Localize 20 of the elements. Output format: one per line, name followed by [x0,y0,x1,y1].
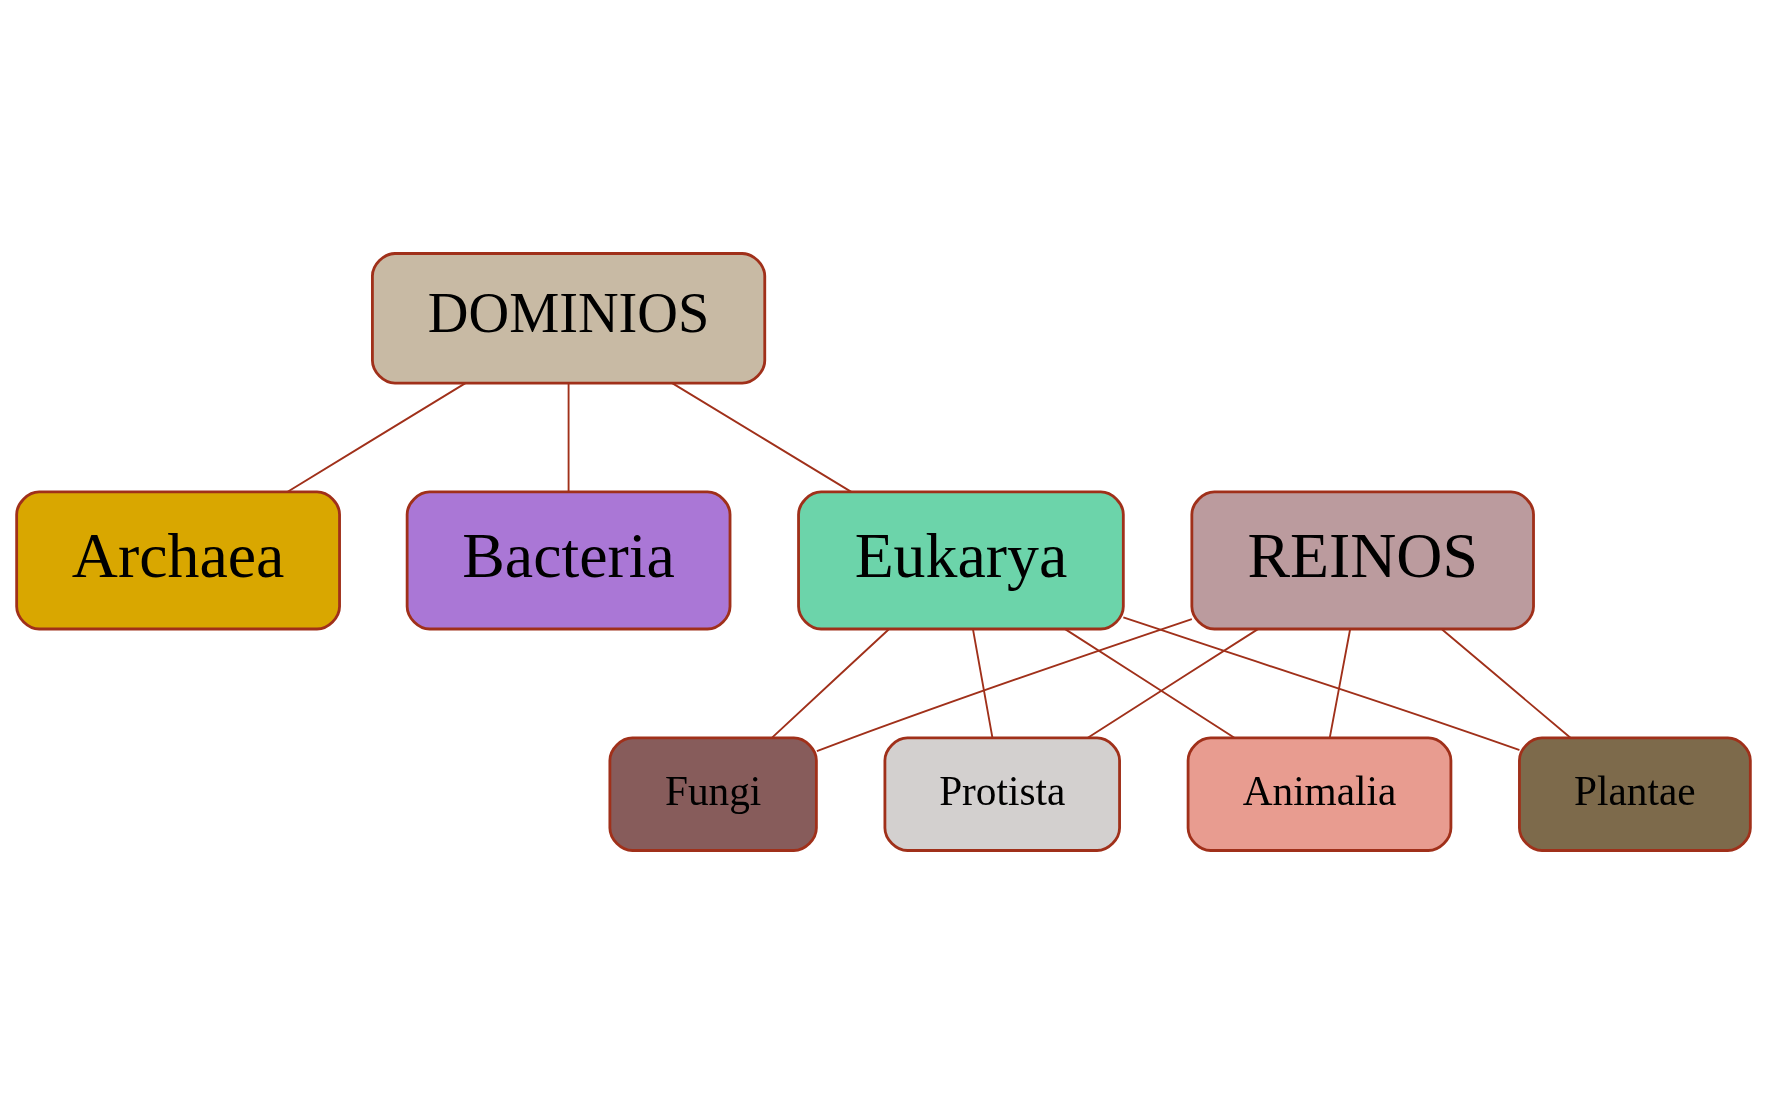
connector [815,617,1193,752]
node-box: Animalia [1186,735,1453,852]
node-box: Protista [883,735,1121,852]
connector [972,628,994,739]
node-box: Archaea [15,490,341,630]
node-box: Eukarya [797,490,1125,630]
connector [671,381,853,493]
node-box: Fungi [608,735,818,852]
node-box: Bacteria [405,490,732,630]
connector [286,381,467,493]
connector [1328,628,1351,739]
node-box: DOMINIOS [371,251,767,384]
connector [1086,627,1259,739]
node-box: REINOS [1190,490,1535,630]
connector [1122,615,1521,751]
connector [1441,628,1572,739]
connector [567,382,570,493]
node-box: Plantae [1518,735,1752,852]
connector [1064,627,1236,739]
connector [770,628,890,739]
